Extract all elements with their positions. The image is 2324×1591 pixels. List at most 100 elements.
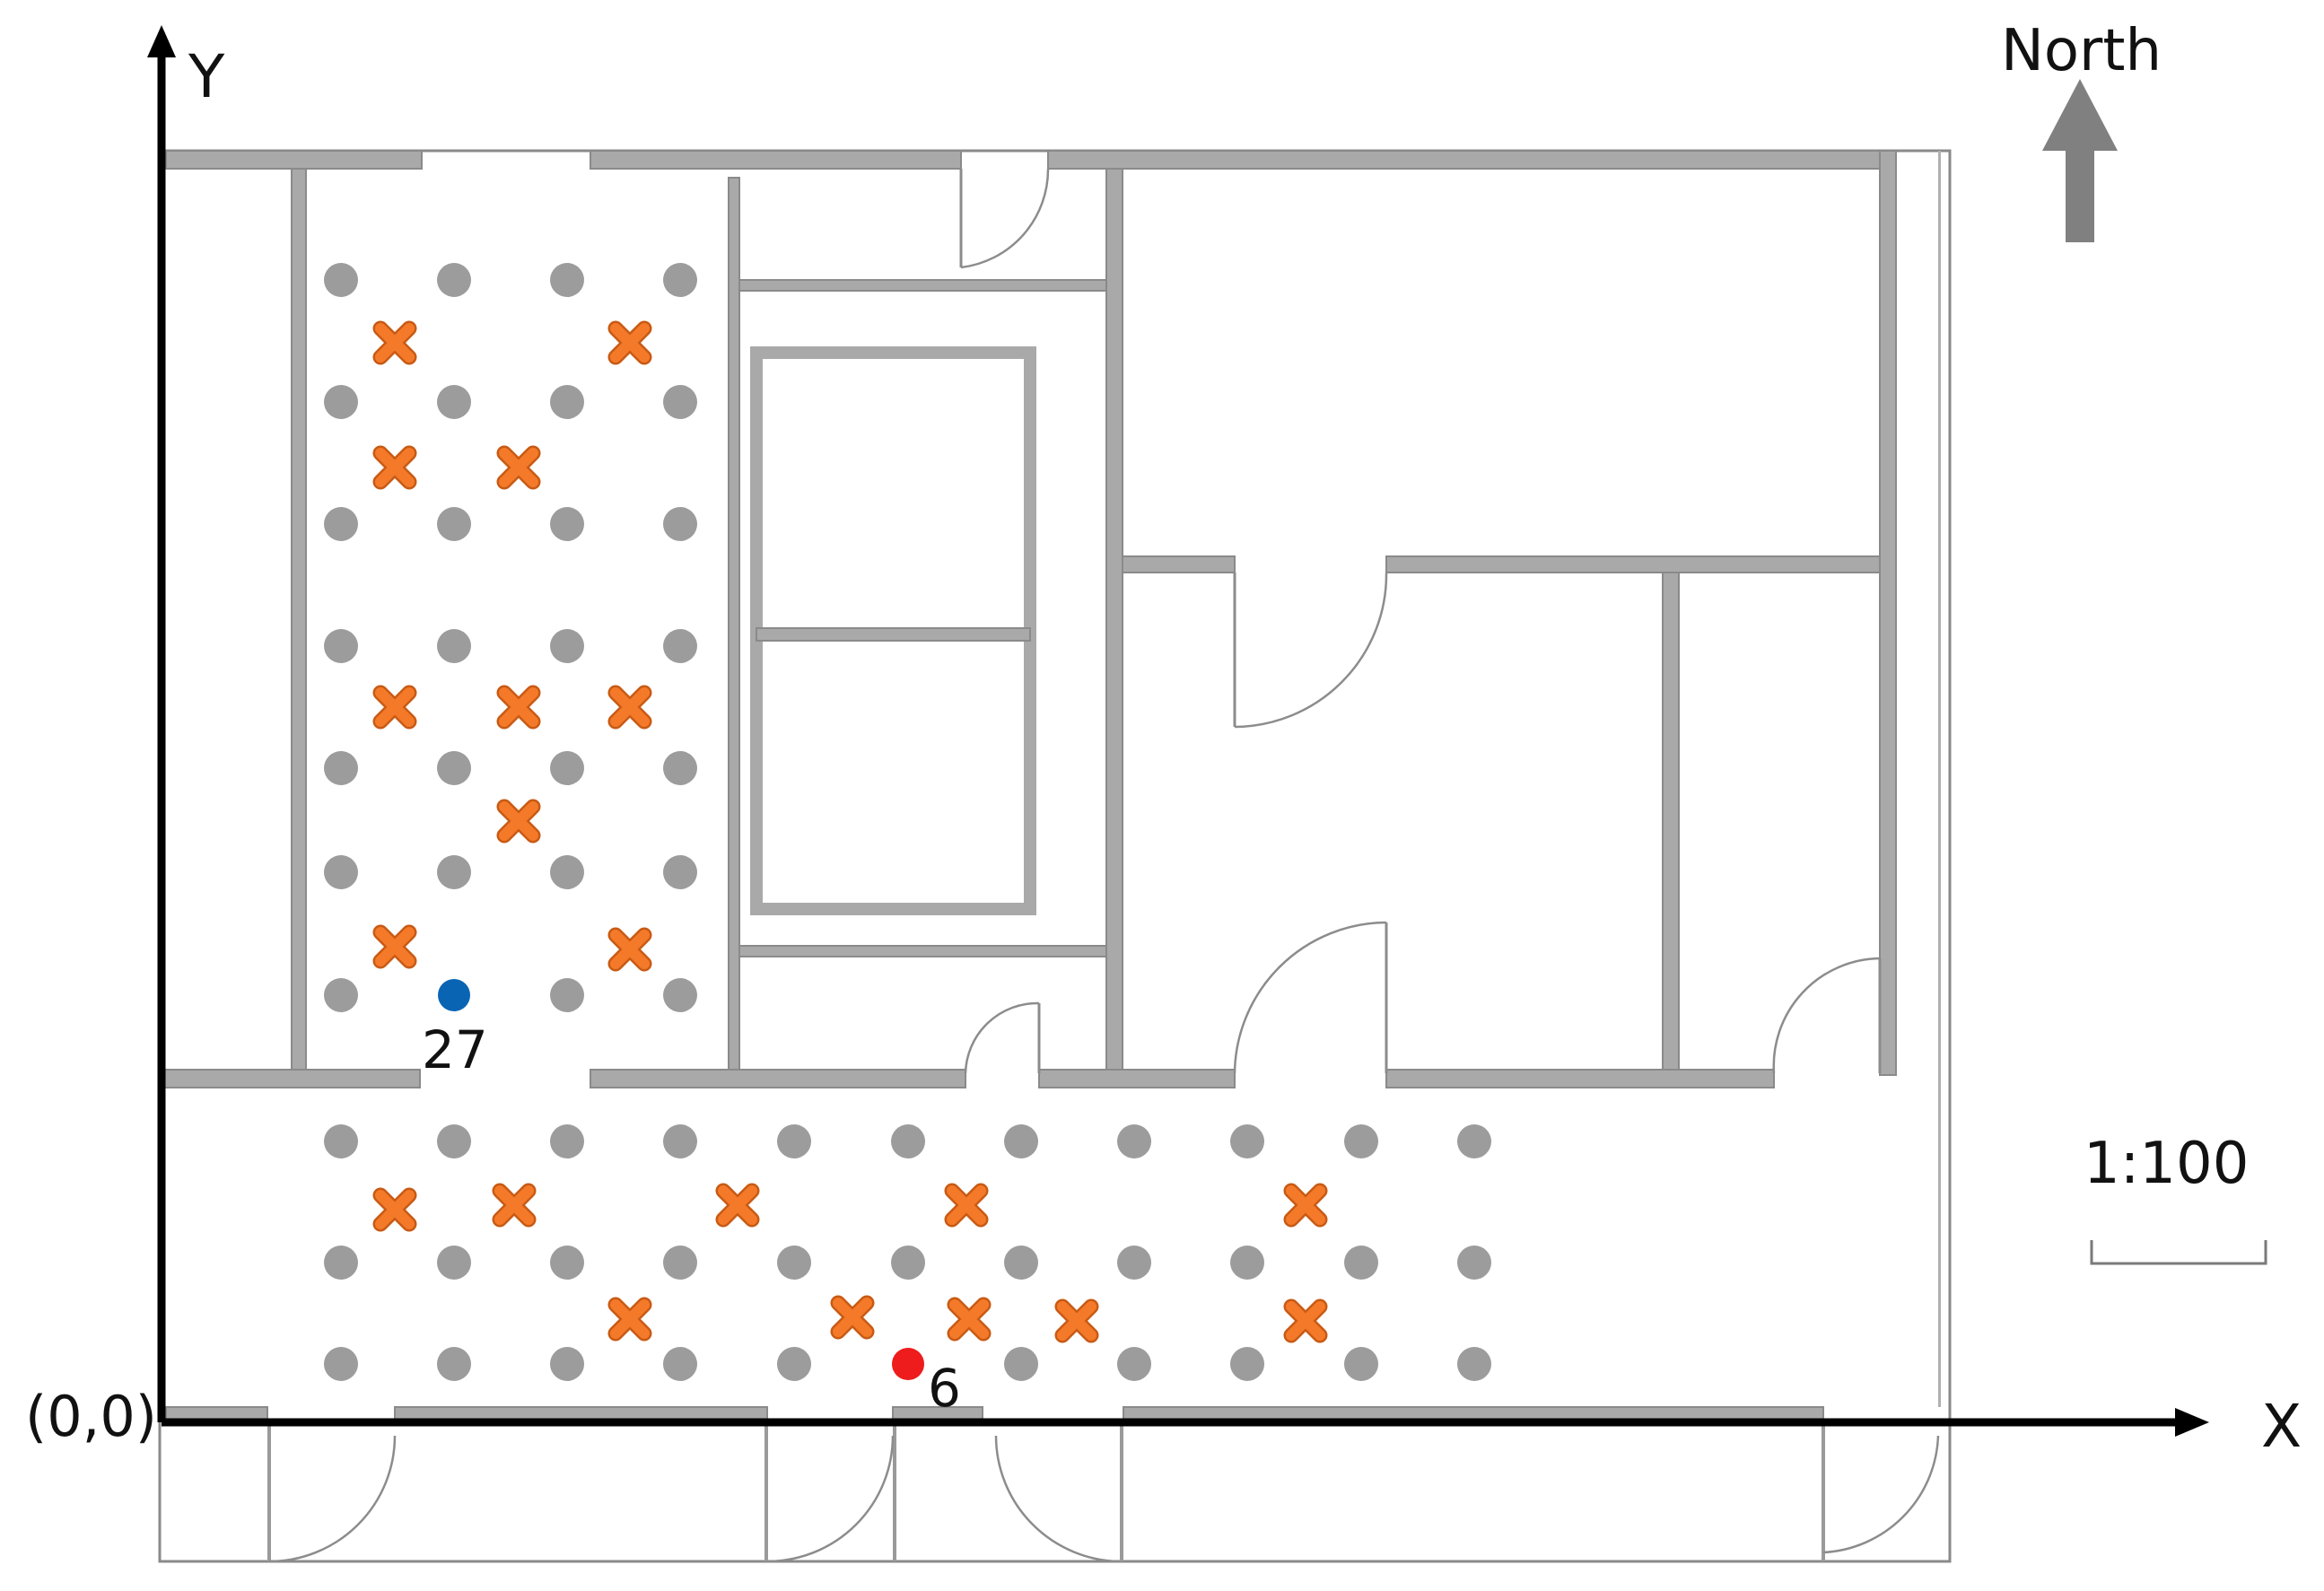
reference-point <box>1457 1347 1491 1381</box>
scale-label: 1:100 <box>2084 1131 2249 1197</box>
reference-point <box>550 629 584 663</box>
reference-point <box>324 1124 358 1158</box>
orange-cross-icon <box>372 924 417 969</box>
orange-cross-icon <box>492 1183 537 1228</box>
axes: Y X (0,0) <box>25 25 2302 1461</box>
reference-point <box>324 385 358 419</box>
orange-cross-icon <box>496 445 541 490</box>
reference-point <box>1004 1124 1038 1158</box>
reference-point <box>663 263 697 297</box>
reference-point <box>324 855 358 889</box>
origin-label: (0,0) <box>25 1384 157 1449</box>
orange-cross-icon <box>372 1187 417 1232</box>
orange-cross-icon <box>715 1183 760 1228</box>
orange-cross-icon <box>607 320 652 365</box>
orange-cross-icon <box>496 685 541 730</box>
reference-point <box>1457 1246 1491 1280</box>
reference-point <box>550 751 584 785</box>
reference-point <box>1117 1347 1151 1381</box>
orange-cross-icon <box>372 445 417 490</box>
reference-point <box>324 1246 358 1280</box>
orange-cross-icon <box>607 927 652 972</box>
reference-point <box>437 1124 471 1158</box>
orange-cross-icon <box>372 685 417 730</box>
reference-point <box>663 855 697 889</box>
reference-point <box>437 1246 471 1280</box>
reference-point <box>1230 1124 1264 1158</box>
reference-point <box>550 385 584 419</box>
reference-point <box>1344 1124 1378 1158</box>
reference-point <box>1344 1246 1378 1280</box>
reference-point <box>550 263 584 297</box>
reference-point <box>663 1347 697 1381</box>
access-points <box>372 320 1328 1343</box>
reference-point <box>437 385 471 419</box>
orange-cross-icon <box>496 799 541 844</box>
reference-point <box>1117 1124 1151 1158</box>
reference-point <box>437 629 471 663</box>
y-axis-label: Y <box>188 42 225 111</box>
reference-point <box>1004 1246 1038 1280</box>
reference-point <box>663 1124 697 1158</box>
reference-point <box>1230 1347 1264 1381</box>
building-outline <box>158 149 1952 1563</box>
reference-point <box>437 751 471 785</box>
reference-points <box>324 263 1491 1381</box>
reference-point <box>550 1246 584 1280</box>
orange-cross-icon <box>947 1297 992 1342</box>
x-axis-label: X <box>2261 1392 2302 1461</box>
north-label: North <box>2001 18 2162 84</box>
reference-point <box>1344 1347 1378 1381</box>
reference-point <box>550 1124 584 1158</box>
reference-point <box>324 751 358 785</box>
reference-point <box>550 507 584 541</box>
reference-point <box>663 1246 697 1280</box>
scale-bar-icon: 1:100 <box>2084 1131 2267 1265</box>
walls <box>159 150 1941 1561</box>
reference-point <box>324 629 358 663</box>
reference-point <box>891 1124 925 1158</box>
reference-point <box>550 978 584 1012</box>
reference-point <box>324 263 358 297</box>
orange-cross-icon <box>607 1297 652 1342</box>
orange-cross-icon <box>1283 1298 1328 1343</box>
y-axis-arrowhead <box>147 25 176 57</box>
reference-point <box>663 629 697 663</box>
reference-point <box>777 1124 811 1158</box>
north-arrow-icon: North <box>2001 18 2162 242</box>
x-axis-arrowhead <box>2175 1408 2209 1437</box>
reference-point <box>1230 1246 1264 1280</box>
reference-point <box>437 507 471 541</box>
reference-point <box>663 978 697 1012</box>
reference-point <box>777 1246 811 1280</box>
blue-point-label: 27 <box>422 1019 488 1080</box>
blue-point <box>438 979 470 1011</box>
reference-point <box>550 855 584 889</box>
reference-point <box>550 1347 584 1381</box>
orange-cross-icon <box>372 320 417 365</box>
orange-cross-icon <box>1054 1298 1099 1343</box>
reference-point <box>663 385 697 419</box>
reference-point <box>777 1347 811 1381</box>
reference-point <box>324 1347 358 1381</box>
red-point <box>892 1348 924 1380</box>
reference-point <box>324 507 358 541</box>
reference-point <box>437 1347 471 1381</box>
reference-point <box>1457 1124 1491 1158</box>
reference-point <box>324 978 358 1012</box>
reference-point <box>663 751 697 785</box>
red-point-label: 6 <box>928 1358 961 1419</box>
orange-cross-icon <box>830 1295 875 1340</box>
reference-point <box>1004 1347 1038 1381</box>
doors <box>268 168 1940 1563</box>
orange-cross-icon <box>1283 1183 1328 1228</box>
reference-point <box>1117 1246 1151 1280</box>
reference-point <box>663 507 697 541</box>
orange-cross-icon <box>607 685 652 730</box>
highlighted-points: 27 6 <box>422 979 961 1419</box>
reference-point <box>437 855 471 889</box>
reference-point <box>437 263 471 297</box>
reference-point <box>891 1246 925 1280</box>
orange-cross-icon <box>944 1183 989 1228</box>
